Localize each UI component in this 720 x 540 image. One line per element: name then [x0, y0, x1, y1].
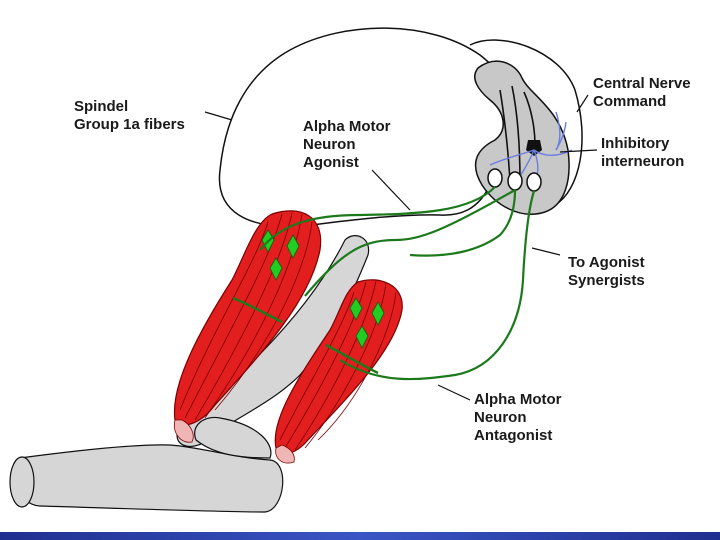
central-command-line-1: Central Nerve	[593, 75, 691, 92]
central-command-label: Central Nerve Command	[593, 75, 691, 111]
antagonist-tendon	[275, 444, 295, 464]
spindle-1a-fiber	[259, 186, 496, 251]
footer-bar	[0, 532, 720, 540]
antagonist-muscle	[274, 279, 403, 464]
synergist-fiber	[409, 189, 517, 257]
antagonist-spindles	[349, 297, 385, 349]
leader-lines	[204, 94, 598, 401]
agonist-motor-fiber	[304, 189, 516, 297]
alpha-agonist-line-3: Agonist	[303, 154, 359, 171]
synergists-label: To Agonist Synergists	[568, 254, 645, 290]
inhibitory-line-1: Inhibitory	[601, 135, 670, 152]
agonist-tendon	[173, 419, 194, 443]
alpha-agonist-line-2: Neuron	[303, 136, 356, 153]
lower-bone-end	[9, 456, 35, 508]
lower-bone	[12, 444, 284, 513]
alpha-agonist-line-1: Alpha Motor	[303, 118, 391, 135]
synergists-line-2: Synergists	[568, 272, 645, 289]
alpha-antagonist-line-2: Neuron	[474, 409, 527, 426]
alpha-antagonist-line-1: Alpha Motor	[474, 391, 562, 408]
spindle-label: Spindel Group 1a fibers	[74, 98, 185, 134]
inhibitory-label: Inhibitory interneuron	[601, 135, 684, 171]
knee-joint	[194, 416, 272, 459]
alpha-agonist-label: Alpha Motor Neuron Agonist	[303, 118, 391, 172]
motor-neuron-cells	[487, 168, 542, 192]
alpha-antagonist-label: Alpha Motor Neuron Antagonist	[474, 391, 562, 445]
synergists-line-1: To Agonist	[568, 254, 645, 271]
motor-neuron-cell-1	[487, 168, 503, 188]
agonist-muscle	[173, 210, 322, 443]
spindle-label-line-2: Group 1a fibers	[74, 116, 185, 133]
inhibitory-line-2: interneuron	[601, 153, 685, 170]
motor-neuron-cell-2	[507, 171, 523, 191]
spindle-label-line-1: Spindel	[74, 98, 129, 115]
motor-neuron-cell-3	[526, 172, 542, 192]
cord-outline	[218, 27, 516, 227]
alpha-antagonist-line-3: Antagonist	[474, 427, 553, 444]
central-command-line-2: Command	[593, 93, 667, 110]
antagonist-motor-fiber	[339, 190, 536, 381]
cord-outline-inner	[469, 39, 583, 206]
nerve-fibers	[259, 186, 536, 381]
